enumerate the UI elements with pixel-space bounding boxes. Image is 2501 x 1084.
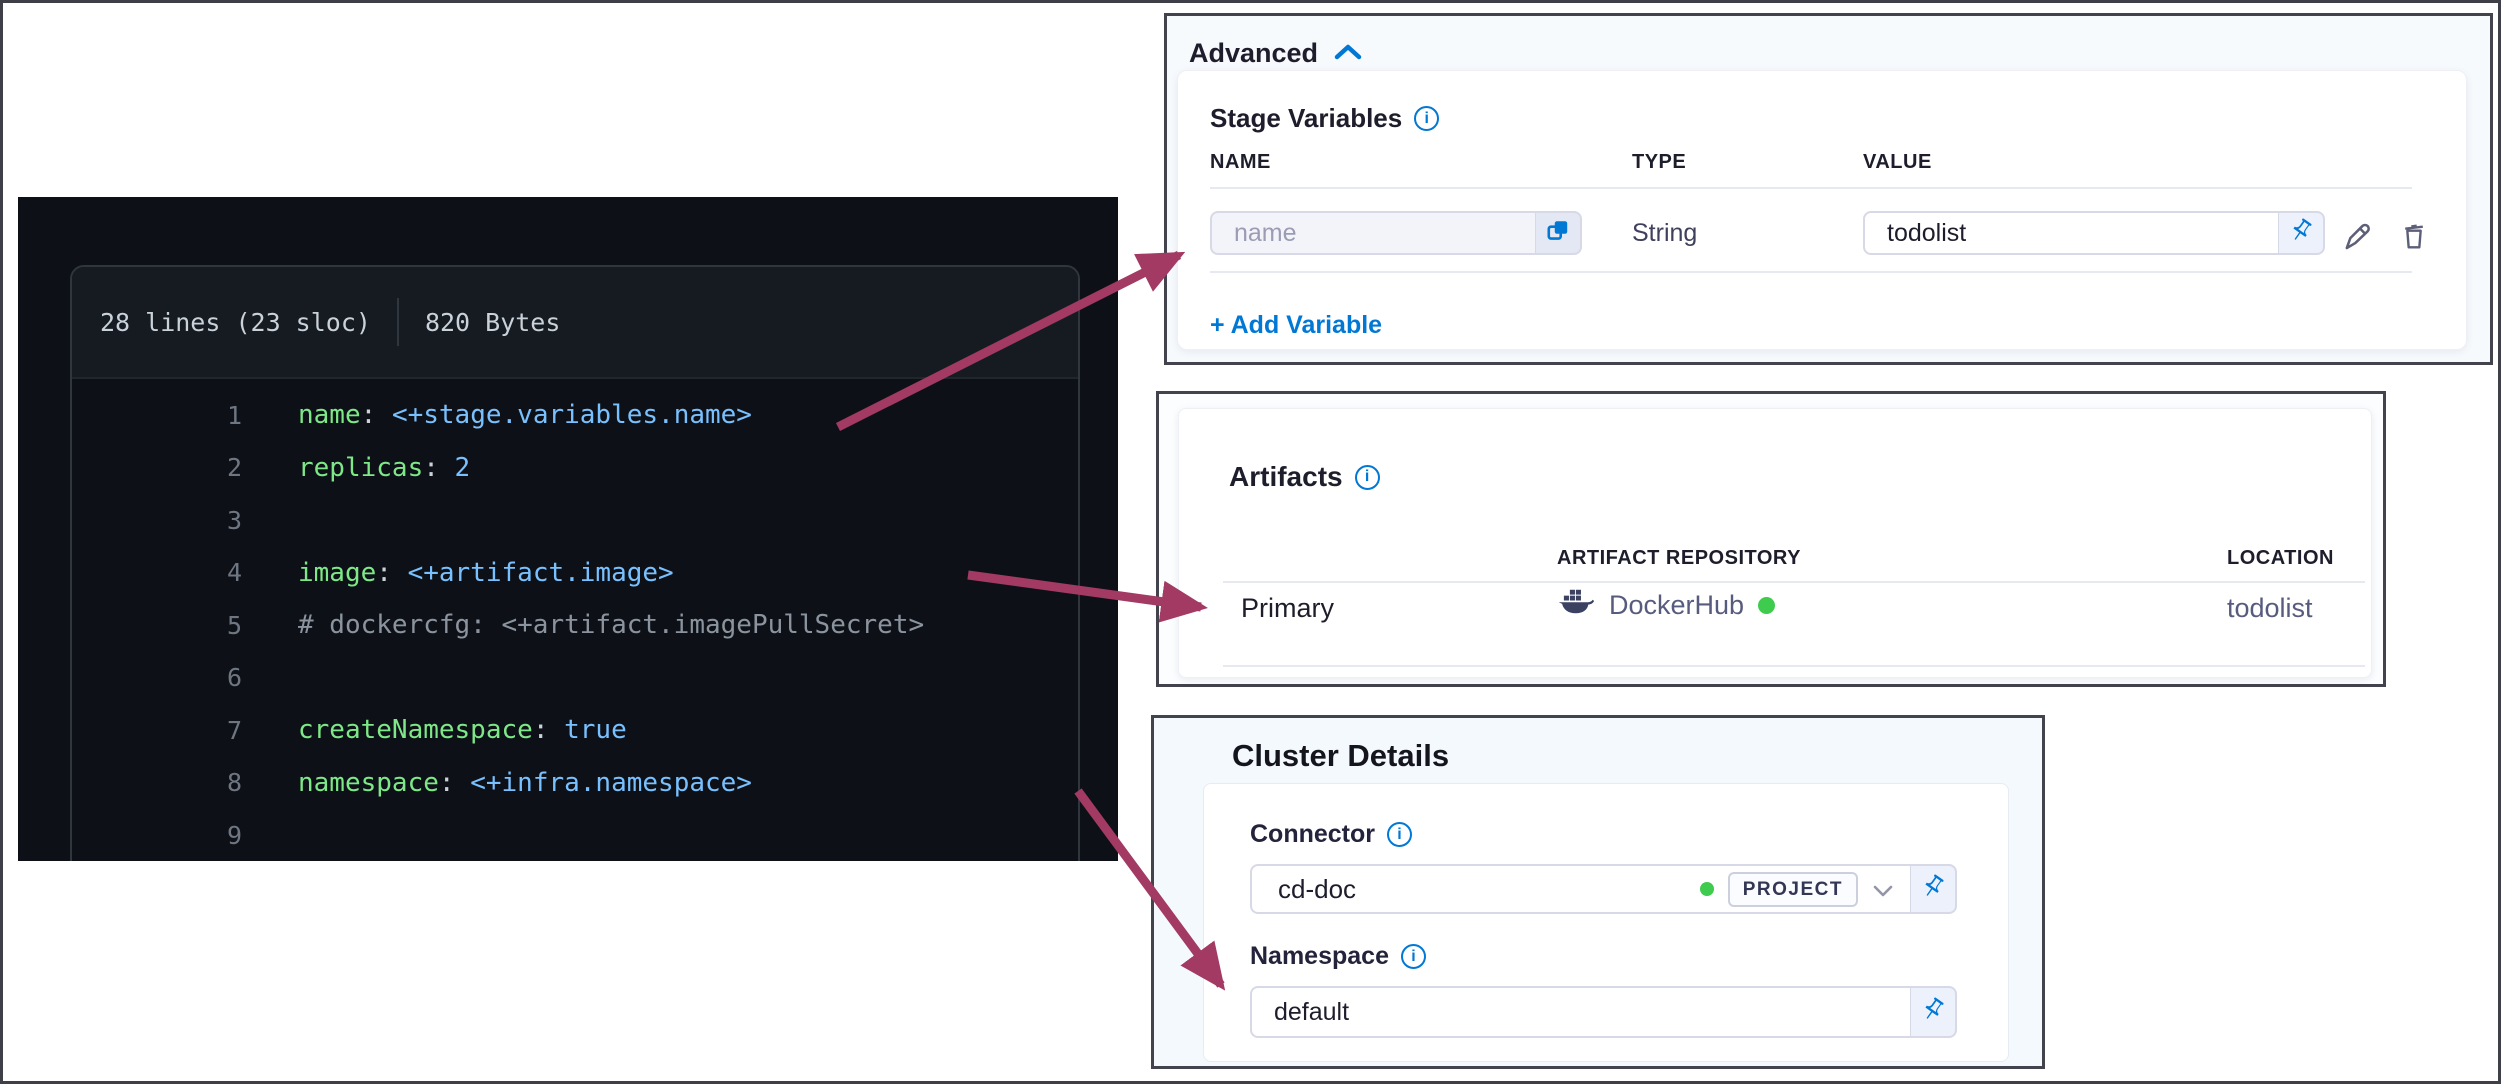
green-status-dot — [1699, 882, 1714, 896]
code-lines-info: 28 lines (23 sloc) — [100, 307, 371, 337]
variable-name-placeholder[interactable]: name — [1210, 211, 1536, 255]
pin-button[interactable] — [1911, 864, 1957, 914]
code-lines-area: 1 name: <+stage.variables.name> 2 replicas:… — [72, 379, 1078, 861]
delete-variable-button[interactable] — [2394, 217, 2434, 257]
code-text: # dockercfg: <+artifact.imagePullSecret> — [298, 610, 925, 641]
code-text: namespace: <+infra.namespace> — [298, 767, 752, 798]
table-divider — [1223, 581, 2365, 583]
column-header-name: NAME — [1210, 151, 1271, 173]
column-header-location: LOCATION — [2227, 547, 2334, 569]
pushpin-icon — [1919, 873, 1947, 906]
connector-label: Connector — [1250, 820, 1375, 848]
info-icon[interactable] — [1400, 944, 1426, 969]
artifacts-card: Artifacts ARTIFACT REPOSITORY LOCATION P… — [1178, 408, 2372, 678]
stage-variables-card: Stage Variables NAME TYPE VALUE name Str… — [1177, 70, 2467, 350]
code-line: 3 — [72, 494, 1078, 547]
namespace-value[interactable]: default — [1250, 986, 1911, 1038]
line-number: 7 — [226, 715, 242, 745]
copy-button[interactable] — [1536, 211, 1582, 255]
edit-variable-button[interactable] — [2336, 217, 2376, 257]
pin-button[interactable] — [2279, 211, 2325, 255]
line-number: 2 — [226, 453, 242, 483]
code-file-card: 28 lines (23 sloc) 820 Bytes 1 name: <+st… — [70, 265, 1080, 861]
cluster-details-panel: Cluster Details Connector cd-doc PROJECT — [1151, 715, 2045, 1069]
code-line: 1 name: <+stage.variables.name> — [72, 389, 1078, 442]
add-variable-button[interactable]: + Add Variable — [1210, 311, 1383, 339]
trash-icon — [2398, 220, 2430, 255]
column-header-artifact-repository: ARTIFACT REPOSITORY — [1557, 547, 1801, 569]
cluster-details-card: Connector cd-doc PROJECT — [1203, 783, 2009, 1062]
variable-value-text[interactable]: todolist — [1863, 211, 2279, 255]
namespace-label: Namespace — [1250, 942, 1389, 970]
connector-input[interactable]: cd-doc PROJECT — [1250, 864, 1957, 914]
variable-value-input[interactable]: todolist — [1863, 211, 2325, 255]
code-line: 9 — [72, 809, 1078, 861]
pushpin-icon — [1919, 996, 1947, 1029]
advanced-section-toggle[interactable]: Advanced — [1189, 38, 1362, 69]
line-number: 9 — [226, 820, 242, 850]
info-icon[interactable] — [1414, 106, 1440, 131]
advanced-title: Advanced — [1189, 38, 1319, 68]
code-text: image: <+artifact.image> — [298, 557, 674, 588]
artifact-location-value: todolist — [2227, 593, 2313, 623]
green-status-dot — [1758, 597, 1776, 614]
chevron-up-icon — [1334, 43, 1362, 65]
table-divider — [1210, 271, 2412, 273]
code-line: 8 namespace: <+infra.namespace> — [72, 757, 1078, 810]
table-divider — [1223, 665, 2365, 667]
chevron-down-icon[interactable] — [1872, 874, 1894, 905]
line-number: 4 — [226, 558, 242, 588]
code-file-header: 28 lines (23 sloc) 820 Bytes — [72, 267, 1078, 379]
code-text: createNamespace: true — [298, 715, 627, 746]
cluster-details-title: Cluster Details — [1232, 738, 1450, 773]
line-number: 6 — [226, 663, 242, 693]
connector-value: cd-doc — [1278, 873, 1357, 904]
pin-button[interactable] — [1911, 986, 1957, 1038]
code-size-info: 820 Bytes — [424, 307, 561, 337]
column-header-value: VALUE — [1863, 151, 1932, 173]
info-icon[interactable] — [1387, 822, 1412, 847]
code-line: 2 replicas: 2 — [72, 442, 1078, 495]
copy-icon — [1545, 218, 1571, 249]
line-number: 1 — [226, 400, 242, 430]
variable-type-value: String — [1632, 219, 1698, 247]
code-text: name: <+stage.variables.name> — [298, 400, 752, 431]
artifacts-title: Artifacts — [1229, 461, 1343, 492]
code-editor-panel: 28 lines (23 sloc) 820 Bytes 1 name: <+st… — [18, 197, 1118, 861]
advanced-section-panel: Advanced Stage Variables NAME TYPE VALUE… — [1164, 13, 2493, 365]
artifact-repository-name: DockerHub — [1609, 590, 1745, 620]
pushpin-icon — [2287, 217, 2315, 250]
line-number: 5 — [226, 610, 242, 640]
code-line: 5 # dockercfg: <+artifact.imagePullSecret… — [72, 599, 1078, 652]
namespace-input[interactable]: default — [1250, 986, 1957, 1038]
line-number: 3 — [226, 505, 242, 535]
line-number: 8 — [226, 768, 242, 798]
stage-variables-label: Stage Variables — [1210, 103, 1403, 133]
artifact-repository-cell[interactable]: DockerHub — [1557, 587, 1776, 624]
docker-whale-icon — [1557, 587, 1595, 624]
info-icon[interactable] — [1354, 464, 1380, 490]
table-divider — [1210, 187, 2412, 189]
variable-name-input[interactable]: name — [1210, 211, 1582, 255]
code-text: replicas: 2 — [298, 452, 471, 483]
pencil-icon — [2339, 219, 2373, 256]
artifacts-section-panel: Artifacts ARTIFACT REPOSITORY LOCATION P… — [1156, 391, 2386, 687]
header-divider — [396, 298, 399, 346]
code-line: 4 image: <+artifact.image> — [72, 547, 1078, 600]
code-line: 7 createNamespace: true — [72, 704, 1078, 757]
scope-badge: PROJECT — [1727, 871, 1858, 907]
artifact-row-label: Primary — [1241, 593, 1334, 623]
code-line: 6 — [72, 652, 1078, 705]
column-header-type: TYPE — [1632, 151, 1687, 173]
